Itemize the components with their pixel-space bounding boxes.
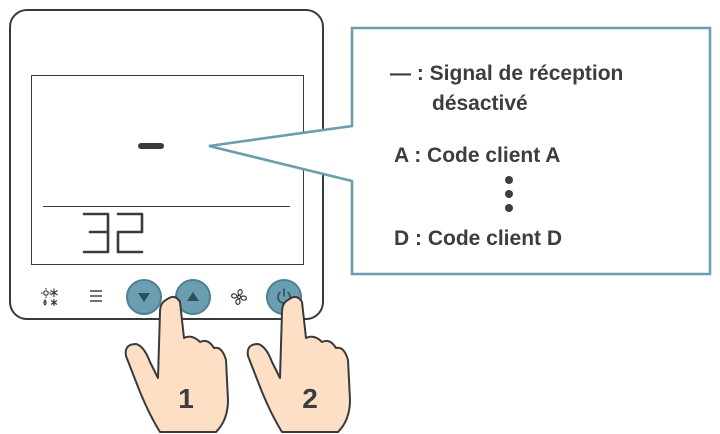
- signal-label-line1: : Signal de réception: [416, 62, 624, 85]
- legend-code-a: A : Code client A: [394, 144, 561, 167]
- menu-icon[interactable]: [89, 289, 103, 303]
- segment-display: [82, 212, 144, 254]
- up-arrow-icon: [187, 292, 199, 301]
- step-1-label: 1: [178, 383, 194, 414]
- down-button[interactable]: [126, 279, 162, 315]
- mode-icon[interactable]: [40, 287, 60, 307]
- ellipsis-dots: [505, 176, 515, 216]
- hand-2: [246, 296, 351, 433]
- signal-symbol: —: [390, 62, 411, 85]
- legend: — : Signal de réception désactivé A : Co…: [360, 28, 710, 274]
- hand-1: [124, 296, 229, 433]
- step-2-label: 2: [302, 383, 318, 414]
- fan-icon[interactable]: [230, 288, 248, 306]
- signal-label-line2: désactivé: [432, 92, 528, 115]
- signal-reception-indicator: [138, 143, 164, 149]
- down-arrow-icon: [138, 293, 150, 302]
- legend-signal-row: — : Signal de réception: [390, 62, 623, 86]
- legend-code-d: D : Code client D: [394, 227, 563, 250]
- screen-divider: [43, 206, 290, 207]
